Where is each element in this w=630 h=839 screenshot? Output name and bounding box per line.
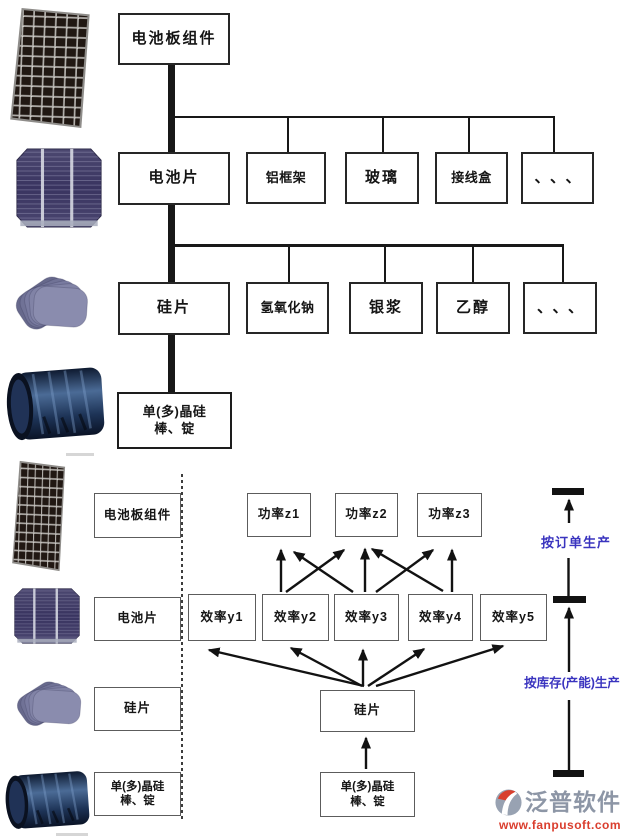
fanpu-logo-icon (495, 789, 522, 816)
by-stock-annotation: 按库存(产能)生产 (524, 676, 620, 690)
bom-l4-box-ingot: 单(多)晶硅 棒、锭 (117, 392, 232, 449)
tree-connector-line (468, 116, 470, 152)
tree-connector-line (382, 116, 384, 152)
flow-arrow (285, 549, 346, 593)
vendor-logo: 泛普软件 www.fanpusoft.com (494, 788, 628, 832)
silicon-ingot-image (5, 366, 105, 444)
solar-panel-image (10, 7, 94, 129)
tree-connector-line (562, 244, 564, 282)
tree-connector-line (288, 244, 290, 282)
tree-connector-line (171, 116, 555, 118)
tree-connector-line (472, 244, 474, 282)
flow-arrow (207, 647, 365, 688)
flow-arrow (375, 549, 435, 593)
tree-connector-line (553, 116, 555, 152)
dashed-divider (181, 474, 183, 822)
plan-row-module: 电池板组件 (94, 493, 181, 538)
tiny-caption-artifact (56, 833, 88, 836)
efficiency-y4-box: 效率y4 (408, 594, 473, 641)
efficiency-y1-box: 效率y1 (188, 594, 256, 641)
bom-l3-box-ethanol: 乙醇 (436, 282, 510, 334)
plan-row-cell: 电池片 (94, 597, 181, 641)
plan-center-wafer-box: 硅片 (320, 690, 415, 732)
bom-l3-box-others: 、、、 (523, 282, 597, 334)
tree-connector-line (168, 65, 175, 393)
bom-l2-box-frame: 铝框架 (246, 152, 326, 204)
bom-root-box: 电池板组件 (118, 13, 230, 65)
plan-row-ingot: 单(多)晶硅 棒、锭 (94, 772, 181, 816)
vendor-logo-url: www.fanpusoft.com (499, 818, 622, 832)
flow-arrow (370, 547, 444, 593)
vendor-logo-name: 泛普软件 (525, 789, 621, 815)
flow-arrow (375, 644, 505, 688)
power-z1-box: 功率z1 (247, 493, 311, 537)
plan-row-wafer: 硅片 (94, 687, 181, 731)
silicon-ingot-image-small (4, 770, 90, 832)
bom-l2-box-cell: 电池片 (118, 152, 230, 205)
bom-l2-box-others: 、、、 (521, 152, 594, 204)
by-order-annotation: 按订单生产 (540, 535, 611, 550)
rail-end-bar (553, 770, 584, 777)
flow-arrow (292, 551, 354, 593)
tree-connector-line (384, 244, 386, 282)
power-z2-box: 功率z2 (335, 493, 398, 537)
bom-l3-box-naoh: 氢氧化钠 (246, 282, 329, 334)
rail-end-bar (552, 488, 584, 495)
efficiency-y3-box: 效率y3 (334, 594, 399, 641)
tree-connector-line (171, 244, 564, 247)
efficiency-y5-box: 效率y5 (480, 594, 547, 641)
silicon-wafer-stack-image (8, 270, 100, 344)
bom-l2-box-junction: 接线盒 (435, 152, 508, 204)
flow-arrow (289, 646, 363, 688)
rail-end-bar (553, 596, 586, 603)
bom-l2-box-glass: 玻璃 (345, 152, 419, 204)
solar-cell-image (16, 148, 102, 228)
efficiency-y2-box: 效率y2 (262, 594, 329, 641)
flow-arrow (367, 647, 426, 688)
bom-l3-box-silver: 银浆 (349, 282, 423, 334)
power-z3-box: 功率z3 (417, 493, 482, 537)
plan-center-ingot-box: 单(多)晶硅 棒、锭 (320, 772, 415, 817)
silicon-wafer-stack-image-small (10, 676, 92, 738)
bom-l3-box-wafer: 硅片 (118, 282, 230, 335)
solar-panel-image-small (12, 460, 68, 572)
tiny-caption-artifact (66, 453, 94, 456)
tree-connector-line (287, 116, 289, 152)
solar-cell-image-small (14, 588, 80, 644)
